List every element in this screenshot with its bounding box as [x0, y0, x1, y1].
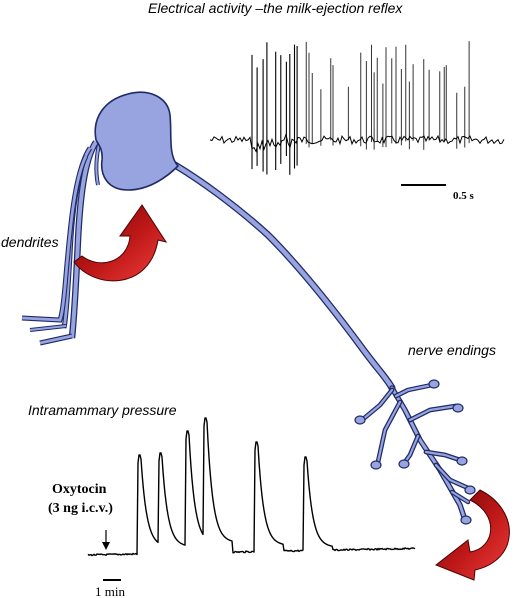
scale-bar-bottom: 1 min: [95, 579, 125, 598]
intramammary-pressure-trace: [87, 417, 416, 557]
scale-label-bottom: 1 min: [95, 584, 125, 598]
soma: [94, 91, 180, 191]
oxytocin-dose-label: (3 ng i.c.v.): [48, 501, 113, 516]
oxytocin-label: Oxytocin: [52, 482, 107, 497]
dendrite-branches: [21, 139, 102, 346]
electrical-activity-trace: [209, 41, 505, 175]
terminal-bulb: [464, 485, 476, 495]
terminal-bulb: [452, 403, 464, 413]
scale-bar-top: 0.5 s: [401, 184, 475, 202]
terminal-bulb: [370, 460, 382, 470]
terminal-bulb: [354, 415, 366, 425]
neuron: [21, 91, 476, 525]
dendrites-label: dendrites: [1, 234, 59, 250]
curved-arrow-dendrites: [73, 204, 168, 282]
terminal-bulb: [398, 459, 410, 469]
terminal-bulb: [428, 379, 440, 389]
scale-label-top: 0.5 s: [453, 190, 475, 202]
figure-title: Electrical activity –the milk-ejection r…: [148, 0, 403, 16]
nerve-ending-branches: [354, 379, 476, 525]
terminal-bulb: [456, 456, 468, 466]
injection-arrow: [102, 530, 110, 550]
intramammary-label: Intramammary pressure: [28, 402, 177, 418]
curved-arrow-nerve-endings: [435, 489, 510, 581]
axon: [171, 161, 396, 392]
terminal-bulb: [460, 515, 472, 525]
nerve-endings-label: nerve endings: [408, 342, 496, 358]
